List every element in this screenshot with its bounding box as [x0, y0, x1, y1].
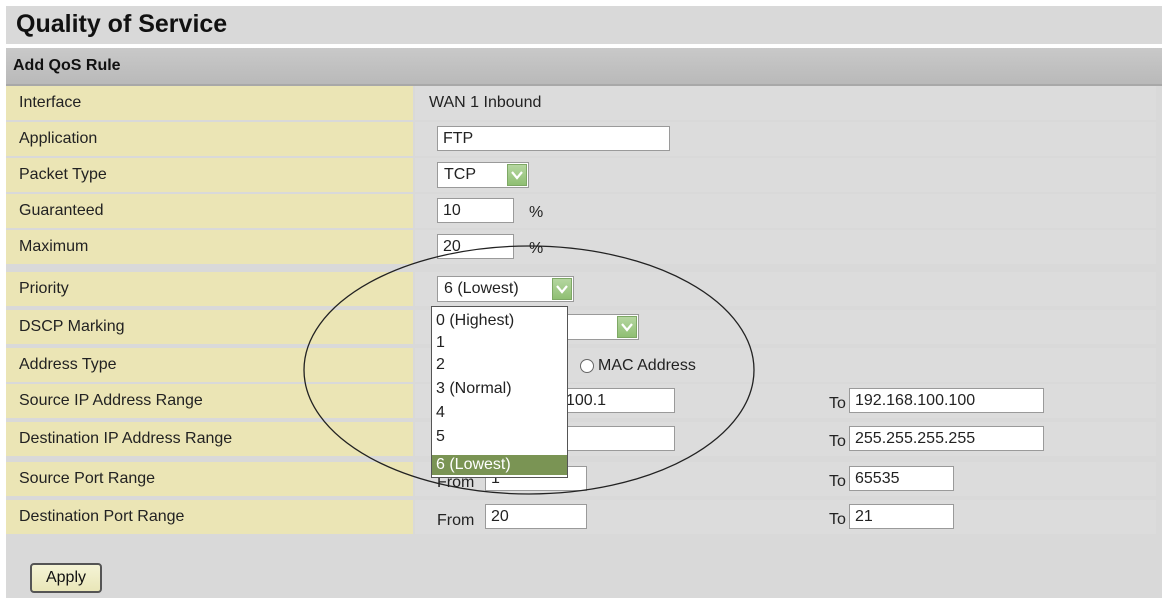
dest-port-to-label: To: [829, 511, 846, 528]
dest-ip-to-input[interactable]: 255.255.255.255: [849, 426, 1044, 451]
interface-label: Interface: [19, 94, 82, 111]
row-source-ip-range: Source IP Address Range 100.1 To 192.168…: [6, 384, 1156, 418]
dest-port-from-input[interactable]: 20: [485, 504, 587, 529]
row-packet-type: Packet Type TCP: [6, 158, 1156, 192]
priority-option-1[interactable]: 1: [436, 334, 445, 351]
row-interface: Interface WAN 1 Inbound: [6, 86, 1156, 120]
mac-address-radio[interactable]: [580, 359, 594, 373]
priority-option-0[interactable]: 0 (Highest): [436, 312, 515, 329]
maximum-input[interactable]: 20: [437, 234, 514, 259]
apply-button[interactable]: Apply: [30, 563, 102, 593]
priority-option-3[interactable]: 3 (Normal): [436, 380, 512, 397]
row-dscp-marking: DSCP Marking: [6, 310, 1156, 344]
chevron-down-icon[interactable]: [552, 278, 572, 300]
guaranteed-label: Guaranteed: [19, 202, 104, 219]
row-source-port-range: Source Port Range From 1 To 65535: [6, 462, 1156, 496]
priority-option-2[interactable]: 2: [436, 356, 445, 373]
source-ip-to-label: To: [829, 395, 846, 412]
row-priority: Priority 6 (Lowest): [6, 272, 1156, 306]
maximum-label: Maximum: [19, 238, 89, 255]
priority-label: Priority: [19, 280, 69, 297]
source-port-to-label: To: [829, 473, 846, 490]
priority-option-6[interactable]: 6 (Lowest): [432, 455, 567, 475]
dest-port-to-input[interactable]: 21: [849, 504, 954, 529]
priority-dropdown-list: 0 (Highest) 1 2 3 (Normal) 4 5 6 (Lowest…: [431, 306, 568, 478]
source-port-range-label: Source Port Range: [19, 470, 156, 487]
packet-type-select[interactable]: TCP: [437, 162, 529, 188]
guaranteed-unit: %: [529, 204, 544, 221]
mac-address-label: MAC Address: [598, 357, 696, 374]
address-type-label: Address Type: [19, 356, 117, 373]
dest-port-range-label: Destination Port Range: [19, 508, 185, 525]
dscp-marking-label: DSCP Marking: [19, 318, 125, 335]
dest-ip-range-label: Destination IP Address Range: [19, 430, 233, 447]
section-header: Add QoS Rule: [6, 48, 1162, 86]
row-application: Application FTP: [6, 122, 1156, 156]
row-dest-port-range: Destination Port Range From 20 To 21: [6, 500, 1156, 534]
application-label: Application: [19, 130, 98, 147]
chevron-down-icon[interactable]: [507, 164, 527, 186]
priority-option-5[interactable]: 5: [436, 428, 445, 445]
row-maximum: Maximum 20 %: [6, 230, 1156, 264]
title-bar: Quality of Service: [6, 6, 1162, 44]
maximum-unit: %: [529, 240, 544, 257]
row-dest-ip-range: Destination IP Address Range To 255.255.…: [6, 422, 1156, 456]
priority-option-4[interactable]: 4: [436, 404, 445, 421]
guaranteed-input[interactable]: 10: [437, 198, 514, 223]
application-input[interactable]: FTP: [437, 126, 670, 151]
dest-port-from-label: From: [437, 512, 475, 529]
interface-value: WAN 1 Inbound: [429, 94, 542, 111]
source-ip-to-input[interactable]: 192.168.100.100: [849, 388, 1044, 413]
row-guaranteed: Guaranteed 10 %: [6, 194, 1156, 228]
chevron-down-icon[interactable]: [617, 316, 637, 338]
page-title: Quality of Service: [16, 10, 228, 38]
packet-type-label: Packet Type: [19, 166, 107, 183]
source-port-to-input[interactable]: 65535: [849, 466, 954, 491]
row-address-type: Address Type MAC Address: [6, 348, 1156, 382]
section-title: Add QoS Rule: [13, 57, 121, 74]
source-ip-range-label: Source IP Address Range: [19, 392, 203, 409]
priority-select[interactable]: 6 (Lowest): [437, 276, 574, 302]
dest-ip-to-label: To: [829, 433, 846, 450]
